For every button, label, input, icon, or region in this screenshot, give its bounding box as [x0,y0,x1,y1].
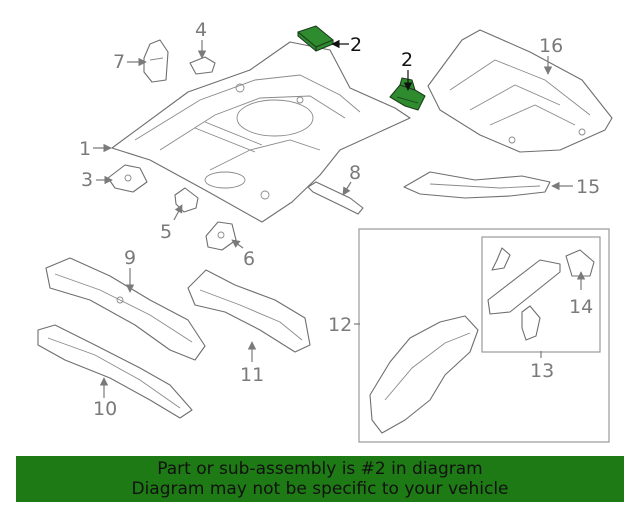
callout-8: 8 [349,162,361,184]
callout-3: 3 [81,169,93,191]
leader-8 [342,181,352,196]
part-8-bar [307,181,364,215]
callout-9: 9 [124,247,136,269]
callout-15: 15 [576,176,600,198]
part-2-bracket-a [297,25,334,52]
callout-5: 5 [160,221,172,243]
part-16-undercover [427,29,613,153]
callout-7: 7 [113,51,125,73]
part-12-side-member [369,315,479,434]
part-9-rail [45,257,206,361]
leader-6 [231,239,244,249]
part-13-reinforcement [487,247,561,341]
assembly-frame-12 [358,228,610,443]
part-3-bracket [107,164,148,193]
exploded-parts-diagram: 1 2 2 3 4 5 6 7 8 9 10 11 12 13 14 15 16 [37,19,613,443]
callout-11: 11 [240,364,264,386]
callout-14: 14 [569,296,593,318]
callout-2-top: 2 [350,34,362,56]
notice-line-1: Part or sub-assembly is #2 in diagram [157,459,483,479]
callout-6: 6 [243,248,255,270]
callout-1: 1 [79,138,91,160]
callout-16: 16 [539,35,563,57]
callout-12: 12 [328,314,352,336]
part-7-bracket [143,39,169,83]
part-14-bracket [565,249,595,277]
part-11-member [187,269,311,353]
leader-5 [173,204,183,221]
callout-10: 10 [93,398,117,420]
part-10-rail [37,324,193,419]
notice-banner: Part or sub-assembly is #2 in diagram Di… [16,456,624,502]
part-1-floor-pan [111,41,411,223]
callout-13: 13 [530,360,554,382]
notice-line-2: Diagram may not be specific to your vehi… [131,479,509,499]
callout-4: 4 [195,19,207,41]
part-4-bracket [189,56,216,75]
callout-2-right: 2 [401,49,413,71]
part-5-bracket [174,187,199,213]
part-15-crossmember [403,171,551,199]
part-6-bracket [205,221,237,251]
